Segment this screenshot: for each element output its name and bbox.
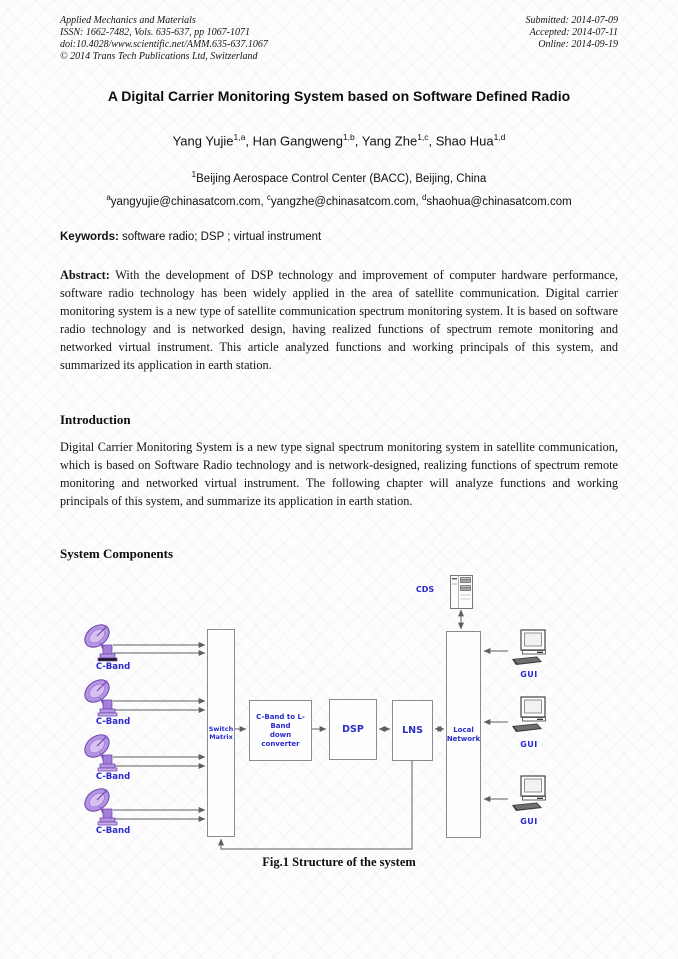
- introduction-paragraph: Digital Carrier Monitoring System is a n…: [60, 440, 618, 508]
- author-name: , Yang Zhe: [354, 133, 418, 149]
- node-down-converter: C-Band to L-Band down converter: [249, 700, 312, 761]
- abstract-label: Abstract:: [60, 268, 110, 282]
- node-dsp: DSP: [329, 699, 377, 760]
- author-name: Yang Yujie: [172, 133, 234, 149]
- journal-name: Applied Mechanics and Materials: [60, 15, 196, 26]
- author-sup: 1,a: [233, 132, 246, 142]
- computer-icon: [512, 696, 546, 732]
- email-address: yangzhe@chinasatcom.com,: [270, 195, 422, 208]
- date-online: Online: 2014-09-19: [538, 38, 618, 50]
- c-band-label: C-Band: [95, 662, 131, 672]
- authors-line: Yang Yujie1,a, Han Gangweng1,b, Yang Zhe…: [0, 132, 678, 148]
- server-icon: [450, 575, 473, 609]
- satellite-dish-icon: [84, 734, 118, 772]
- journal-info: Applied Mechanics and Materials ISSN: 16…: [60, 15, 268, 63]
- author-name: , Shao Hua: [428, 133, 494, 149]
- c-band-label: C-Band: [95, 826, 131, 836]
- affiliation-sup: 1: [191, 170, 197, 179]
- author-name: , Han Gangweng: [245, 133, 343, 149]
- author-sup: 1,b: [342, 132, 355, 142]
- affiliation-line: 1Beijing Aerospace Control Center (BACC)…: [0, 170, 678, 185]
- date-accepted: Accepted: 2014-07-11: [529, 26, 618, 38]
- affiliation-text: Beijing Aerospace Control Center (BACC),…: [196, 172, 487, 185]
- journal-copyright: © 2014 Trans Tech Publications Ltd, Swit…: [60, 50, 258, 62]
- paper-title: A Digital Carrier Monitoring System base…: [107, 88, 571, 104]
- journal-issn: ISSN: 1662-7482, Vols. 635-637, pp 1067-…: [60, 26, 250, 38]
- section-heading-introduction: Introduction: [60, 412, 131, 427]
- satellite-dish-icon: [84, 788, 118, 826]
- date-submitted: Submitted: 2014-07-09: [525, 15, 619, 26]
- node-switch-matrix: Switch Matrix: [207, 629, 235, 837]
- gui-label: GUI: [520, 670, 538, 679]
- keywords-text: software radio; DSP ; virtual instrument: [118, 231, 322, 243]
- email-sup: c: [266, 193, 271, 202]
- keywords-line: Keywords: software radio; DSP ; virtual …: [60, 231, 618, 243]
- node-lns: LNS: [392, 700, 433, 761]
- email-sup: d: [421, 193, 427, 202]
- gui-label: GUI: [520, 740, 538, 749]
- node-local-network: Local Network: [446, 631, 481, 838]
- section-heading-system-components: System Components: [60, 546, 174, 561]
- c-band-label: C-Band: [95, 772, 131, 782]
- satellite-dish-icon: [84, 679, 118, 717]
- local-network-label: Local Network: [446, 725, 481, 743]
- down-converter-label: C-Band to L-Band down converter: [256, 712, 305, 748]
- lns-label: LNS: [402, 725, 423, 736]
- submission-dates: Submitted: 2014-07-09 Accepted: 2014-07-…: [526, 15, 619, 51]
- satellite-dish-icon: [84, 624, 118, 662]
- abstract-paragraph: Abstract: With the development of DSP te…: [60, 266, 618, 374]
- journal-doi: doi:10.4028/www.scientific.net/AMM.635-6…: [60, 38, 268, 50]
- email-address: yangyujie@chinasatcom.com,: [110, 195, 267, 208]
- computer-icon: [512, 775, 546, 811]
- keywords-label: Keywords:: [60, 231, 119, 243]
- author-sup: 1,c: [417, 132, 429, 142]
- author-sup: 1,d: [493, 132, 506, 142]
- cds-label: CDS: [415, 585, 435, 594]
- emails-line: ayangyujie@chinasatcom.com, cyangzhe@chi…: [0, 193, 678, 208]
- computer-icon: [512, 629, 546, 665]
- dsp-label: DSP: [342, 724, 364, 735]
- abstract-text: With the development of DSP technology a…: [60, 268, 618, 372]
- figure-connectors: [113, 609, 508, 850]
- figure-caption: Fig.1 Structure of the system: [262, 855, 416, 869]
- email-sup: a: [106, 193, 111, 202]
- gui-label: GUI: [520, 817, 538, 826]
- email-address: shaohua@chinasatcom.com: [426, 195, 572, 208]
- figure-1-diagram: Switch Matrix C-Band to L-Band down conv…: [0, 570, 678, 855]
- c-band-label: C-Band: [95, 717, 131, 727]
- switch-matrix-label: Switch Matrix: [208, 725, 234, 741]
